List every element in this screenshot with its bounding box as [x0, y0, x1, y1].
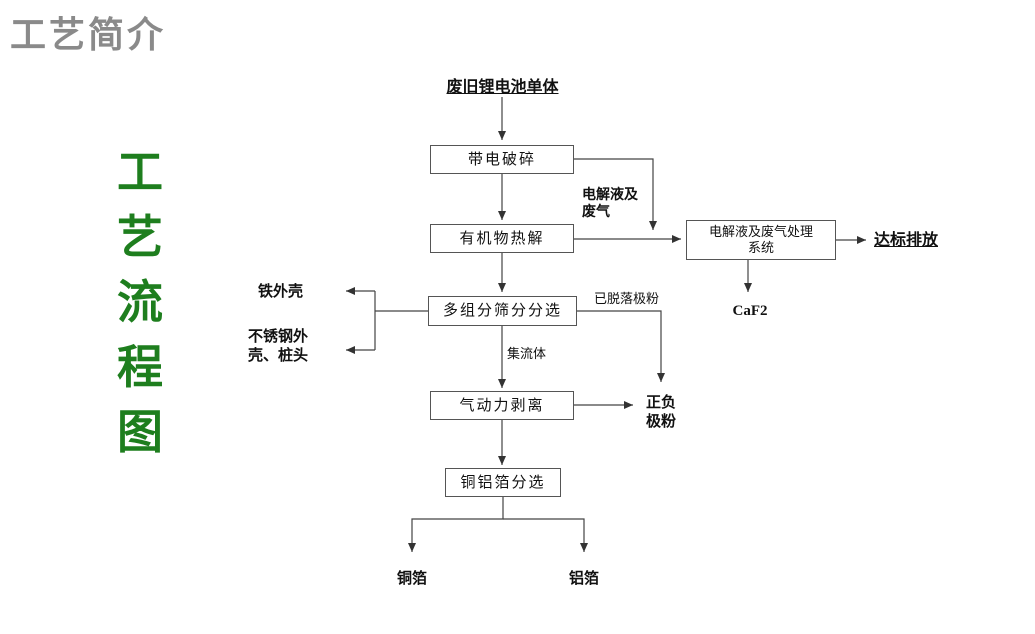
vertical-title-char: 程: [117, 342, 163, 393]
output-caf2: CaF2: [732, 303, 768, 319]
vertical-title-char: 图: [117, 407, 163, 458]
box-gas-treatment-system: 电解液及废气处理 系统: [686, 220, 836, 260]
vertical-title-char: 工: [117, 147, 163, 198]
box-foil-sorting: 铜铝箔分选: [445, 468, 561, 497]
output-electrode-powder: 正负 极粉: [646, 395, 677, 430]
edge-label-current-collector: 集流体: [507, 346, 547, 361]
box-stripping: 气动力剥离: [430, 391, 574, 420]
node-start: 废旧锂电池单体: [446, 79, 559, 96]
output-aluminum-foil: 铝箔: [568, 571, 599, 587]
box-pyrolysis: 有机物热解: [430, 224, 574, 253]
output-iron-shell: 铁外壳: [258, 284, 304, 300]
output-discharge: 达标排放: [874, 232, 939, 249]
page-title: 工艺简介: [10, 15, 167, 55]
edge-label-electrolyte-gas: 电解液及 废气: [582, 188, 638, 220]
box-crushing: 带电破碎: [430, 145, 574, 174]
output-copper-foil: 铜箔: [396, 571, 427, 587]
output-stainless-shell: 不锈钢外 壳、桩头: [248, 329, 309, 364]
box-screening: 多组分筛分分选: [428, 296, 577, 326]
vertical-title-char: 流: [117, 277, 163, 328]
vertical-title-char: 艺: [117, 212, 163, 263]
vertical-title: 工 艺 流 程 图: [114, 140, 166, 465]
edge-label-detached-powder: 已脱落极粉: [594, 291, 660, 306]
